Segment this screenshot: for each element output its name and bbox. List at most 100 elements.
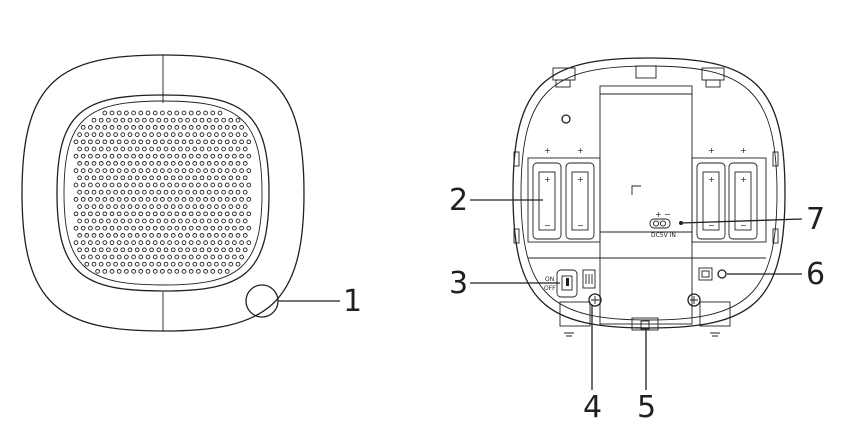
grill-hole bbox=[181, 139, 187, 145]
grill-hole bbox=[88, 168, 93, 173]
grill-hole bbox=[242, 189, 248, 195]
grill-hole bbox=[124, 240, 129, 245]
grill-hole bbox=[170, 175, 176, 181]
grill-hole bbox=[163, 117, 169, 123]
grill-hole bbox=[120, 161, 126, 166]
grill-hole bbox=[224, 153, 230, 159]
grill-hole bbox=[80, 182, 86, 188]
grill-hole bbox=[192, 247, 198, 253]
grill-hole bbox=[95, 139, 100, 145]
grill-hole bbox=[106, 261, 111, 267]
back-inner-rim bbox=[520, 65, 778, 321]
grill-hole bbox=[120, 247, 126, 253]
grill-hole bbox=[149, 247, 154, 253]
front-view bbox=[21, 54, 305, 332]
dc-plus-sign: + bbox=[655, 210, 662, 219]
grill-hole bbox=[203, 211, 208, 217]
grill-hole bbox=[84, 261, 90, 267]
grill-hole bbox=[149, 189, 154, 195]
grill-hole bbox=[199, 261, 205, 267]
grill-hole bbox=[116, 125, 122, 130]
grill-hole bbox=[214, 146, 219, 152]
grill-hole bbox=[98, 132, 104, 137]
grill-hole bbox=[156, 218, 162, 224]
grill-hole bbox=[134, 233, 140, 238]
grill-hole bbox=[106, 189, 111, 195]
grill-hole bbox=[95, 153, 100, 159]
grill-hole bbox=[80, 139, 86, 145]
grill-hole bbox=[145, 240, 151, 245]
grill-hole bbox=[170, 189, 176, 195]
dc-in-port bbox=[649, 218, 671, 229]
foot-right-pad bbox=[710, 332, 720, 337]
grill-hole bbox=[178, 233, 183, 238]
callout-7: 7 bbox=[806, 202, 825, 237]
grill-hole bbox=[239, 211, 244, 217]
grill-hole bbox=[206, 261, 212, 267]
grill-hole bbox=[142, 161, 147, 166]
grill-hole bbox=[145, 254, 151, 260]
grill-hole bbox=[221, 189, 226, 195]
grill-hole bbox=[242, 204, 248, 209]
grill-hole bbox=[131, 197, 136, 202]
grill-hole bbox=[88, 139, 93, 145]
grill-hole bbox=[163, 204, 169, 209]
grill-hole bbox=[95, 168, 100, 173]
grill-hole bbox=[106, 146, 111, 152]
grill-hole bbox=[134, 189, 140, 195]
grill-hole bbox=[239, 254, 244, 260]
grill-hole bbox=[185, 117, 190, 123]
grill-hole bbox=[181, 153, 187, 159]
grill-hole bbox=[239, 153, 244, 159]
dc-label: DC5V IN bbox=[651, 232, 676, 239]
grill-hole bbox=[221, 132, 226, 137]
grill-hole bbox=[228, 132, 234, 137]
side-tab-right-lower bbox=[772, 228, 779, 244]
battery-cell-plus: + bbox=[708, 175, 715, 184]
grill-hole bbox=[203, 168, 208, 173]
grill-hole bbox=[116, 168, 122, 173]
grill-hole bbox=[221, 247, 226, 253]
grill-hole bbox=[210, 139, 216, 145]
grill-hole bbox=[149, 132, 154, 137]
grill-hole bbox=[210, 225, 216, 231]
grill-hole bbox=[116, 110, 122, 116]
grill-hole bbox=[178, 132, 183, 137]
grill-hole bbox=[217, 254, 223, 260]
callout-3: 3 bbox=[449, 266, 468, 301]
grill-hole bbox=[98, 204, 104, 209]
grill-hole bbox=[131, 182, 136, 188]
grill-hole bbox=[221, 218, 226, 224]
grill-hole bbox=[170, 132, 176, 137]
grill-hole bbox=[77, 204, 82, 209]
grill-hole bbox=[109, 139, 115, 145]
grill-hole bbox=[131, 168, 136, 173]
grill-hole bbox=[149, 218, 154, 224]
grill-hole bbox=[134, 132, 140, 137]
grill-hole bbox=[160, 197, 165, 202]
grill-hole bbox=[203, 240, 208, 245]
grill-hole bbox=[127, 233, 133, 238]
grill-hole bbox=[174, 139, 180, 145]
grill-hole bbox=[156, 233, 162, 238]
grill-hole bbox=[127, 189, 133, 195]
grill-hole bbox=[178, 161, 183, 166]
grill-hole bbox=[149, 261, 154, 267]
grill-hole bbox=[152, 153, 158, 159]
grill-hole bbox=[91, 218, 97, 224]
grill-hole bbox=[145, 168, 151, 173]
grill-hole bbox=[106, 218, 111, 224]
grill-hole bbox=[113, 146, 118, 152]
grill-hole bbox=[185, 161, 190, 166]
grill-hole bbox=[206, 175, 212, 181]
grill-hole bbox=[232, 197, 237, 202]
grill-hole bbox=[170, 247, 176, 253]
grill-hole bbox=[84, 189, 90, 195]
grill-hole bbox=[127, 218, 133, 224]
grill-hole bbox=[228, 233, 234, 238]
grill-hole bbox=[77, 218, 82, 224]
grill-hole bbox=[163, 175, 169, 181]
grill-hole bbox=[73, 182, 79, 188]
front-speaker-frame bbox=[56, 94, 270, 292]
grill-hole bbox=[73, 197, 79, 202]
